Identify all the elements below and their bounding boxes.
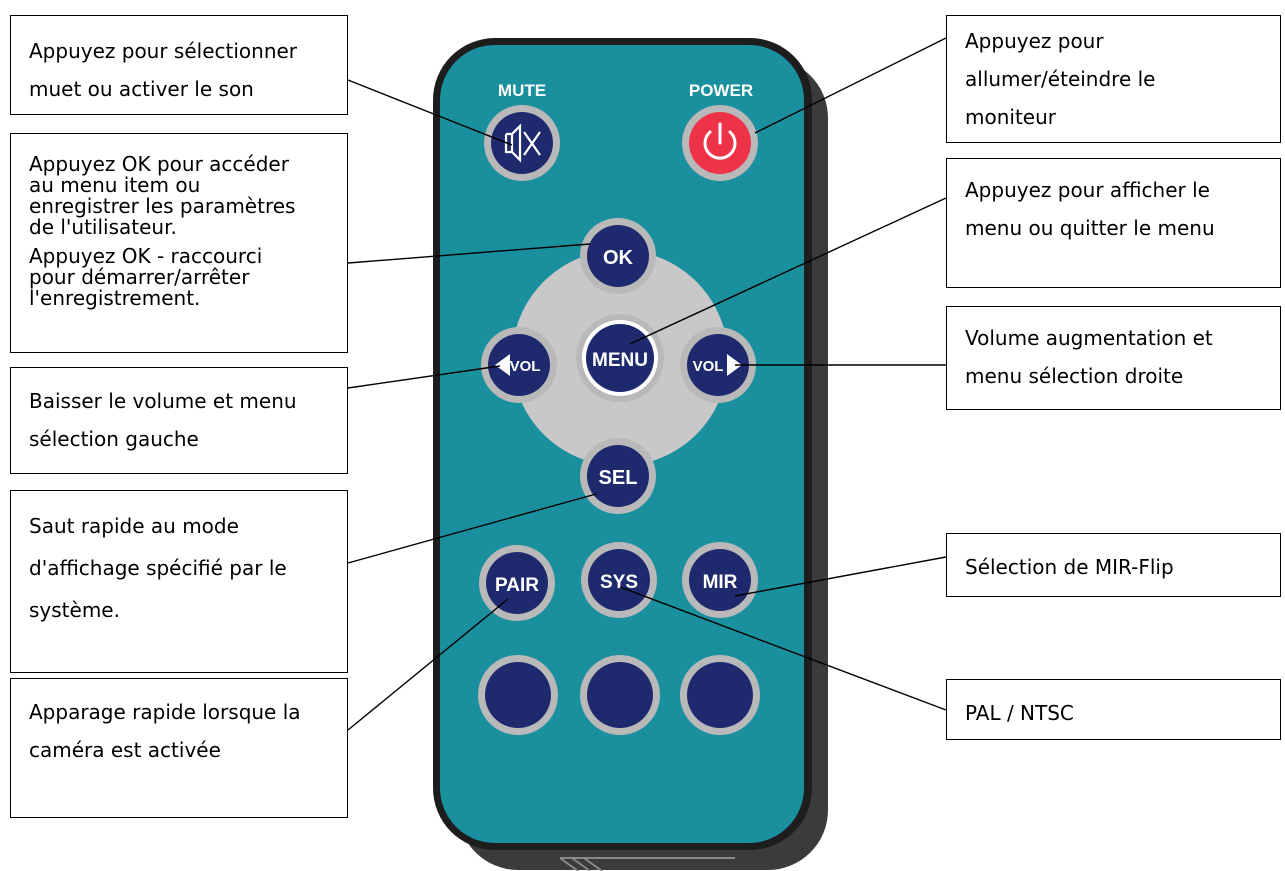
mir-button[interactable]: MIR (682, 542, 758, 618)
arrow-left-icon (495, 354, 510, 376)
callout-mir: Sélection de MIR-Flip (946, 533, 1281, 597)
speaker-mute-icon (504, 123, 541, 163)
blank-button-2[interactable] (580, 655, 660, 735)
menu-button[interactable]: MENU (576, 314, 664, 402)
power-icon (703, 122, 737, 160)
ok-button-label: OK (603, 247, 634, 269)
callout-ok: Appuyez OK pour accéder au menu item ou … (10, 133, 348, 353)
callout-sys: PAL / NTSC (946, 679, 1281, 740)
pair-button[interactable]: PAIR (479, 545, 555, 621)
leader-line-vol-down (347, 365, 501, 389)
mute-button[interactable] (484, 105, 560, 181)
callout-pair: Apparage rapide lorsque la caméra est ac… (10, 678, 348, 818)
blank-button-1[interactable] (478, 655, 558, 735)
vol-down-label: VOL (510, 358, 541, 375)
sel-button-label: SEL (599, 467, 638, 489)
sys-button-label: SYS (600, 572, 638, 593)
leader-line-ok (347, 243, 591, 264)
callout-mute: Appuyez pour sélectionner muet ou active… (10, 15, 348, 115)
remote-bottom-ridges (559, 857, 735, 871)
leader-line-mute (347, 79, 513, 146)
blank-button-3[interactable] (680, 655, 760, 735)
power-button[interactable] (682, 105, 758, 181)
callout-power: Appuyez pour allumer/éteindre le moniteu… (946, 15, 1281, 143)
callout-sys-text: PAL / NTSC (965, 701, 1074, 725)
leader-line-sel (347, 493, 597, 564)
callout-vol-down: Baisser le volume et menu sélection gauc… (10, 367, 348, 474)
mute-label: MUTE (498, 81, 546, 100)
leader-line-pair (347, 598, 509, 731)
callout-mute-text: Appuyez pour sélectionner muet ou active… (29, 39, 298, 101)
callout-ok-text-1: Appuyez OK pour accéder au menu item ou … (29, 152, 296, 239)
menu-button-label: MENU (592, 350, 648, 371)
leader-line-power (754, 37, 947, 134)
leader-line-sys (619, 586, 947, 711)
callout-menu-text: Appuyez pour afficher le menu ou quitter… (965, 178, 1215, 240)
vol-down-button[interactable]: VOL (481, 327, 557, 403)
callout-pair-text: Apparage rapide lorsque la caméra est ac… (29, 700, 301, 762)
leader-line-menu (629, 197, 947, 345)
callout-vol-down-text: Baisser le volume et menu sélection gauc… (29, 389, 297, 451)
callout-vol-up: Volume augmentation et menu sélection dr… (946, 306, 1281, 410)
ok-button[interactable]: OK (580, 218, 656, 294)
arrow-right-icon (727, 354, 742, 376)
pair-button-label: PAIR (495, 575, 539, 596)
mir-button-label: MIR (703, 572, 738, 593)
callout-sel: Saut rapide au mode d'affichage spécifié… (10, 490, 348, 673)
sys-button[interactable]: SYS (581, 542, 657, 618)
power-label: POWER (689, 81, 753, 100)
vol-up-label: VOL (693, 358, 724, 375)
callout-menu: Appuyez pour afficher le menu ou quitter… (946, 158, 1281, 288)
callout-mir-text: Sélection de MIR-Flip (965, 555, 1174, 579)
sel-button[interactable]: SEL (580, 438, 656, 514)
callout-ok-text-2: Appuyez OK - raccourci pour démarrer/arr… (29, 244, 263, 310)
leader-line-mir (734, 556, 947, 597)
vol-up-button[interactable]: VOL (680, 327, 756, 403)
callout-power-text: Appuyez pour allumer/éteindre le moniteu… (965, 29, 1156, 129)
callout-sel-text: Saut rapide au mode d'affichage spécifié… (29, 514, 287, 622)
callout-vol-up-text: Volume augmentation et menu sélection dr… (965, 326, 1213, 388)
